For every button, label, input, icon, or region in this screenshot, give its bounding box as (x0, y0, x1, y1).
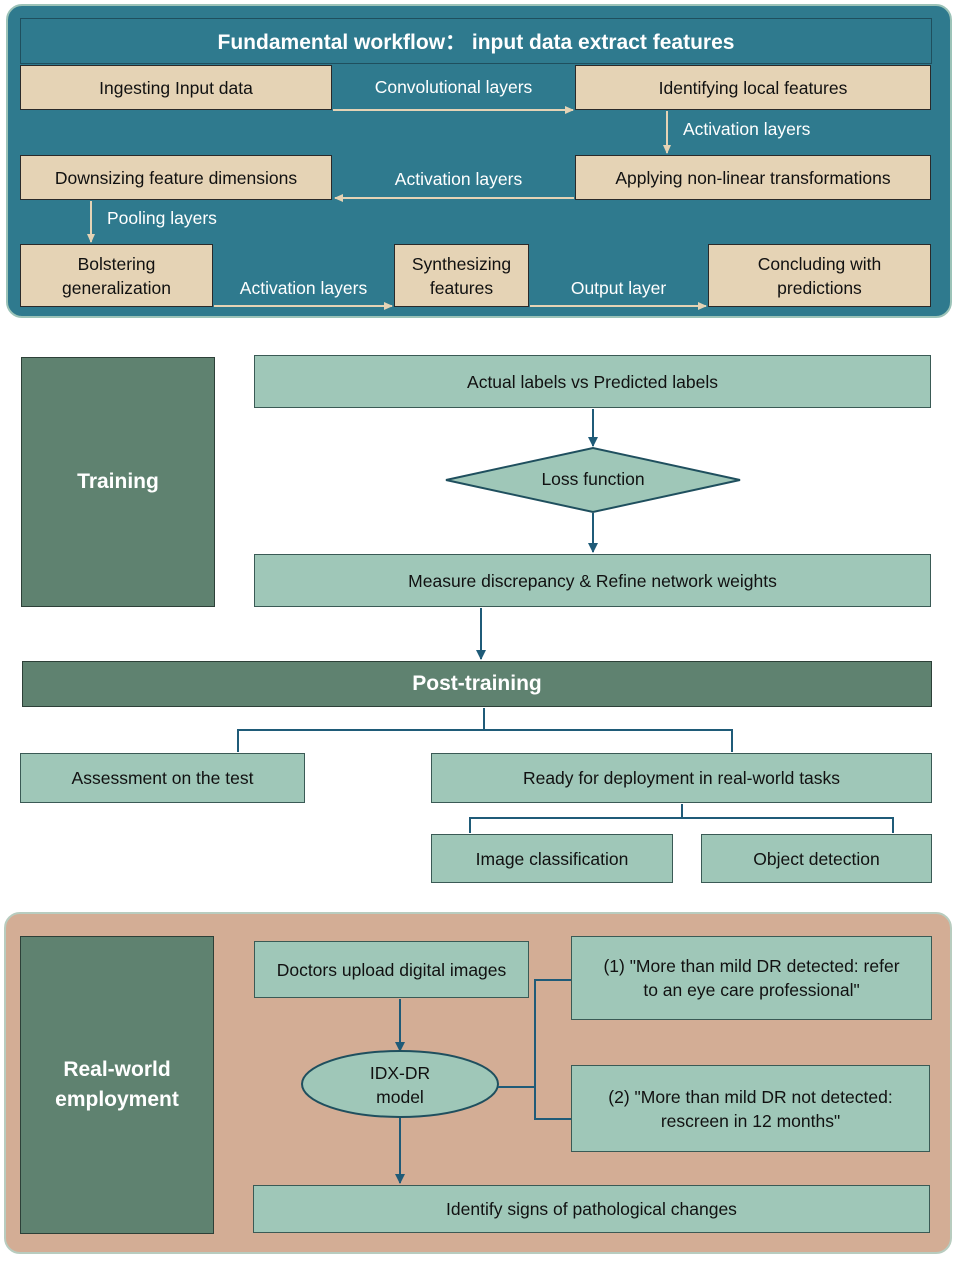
node-refine-network-weights: Measure discrepancy & Refine network wei… (254, 554, 931, 607)
node-actual-vs-predicted: Actual labels vs Predicted labels (254, 355, 931, 408)
training-label: Training (21, 357, 215, 607)
node-applying-non-linear-transformations: Applying non-linear transformations (575, 155, 931, 200)
node-bolstering-generalization: Bolstering generalization (20, 244, 213, 307)
loss-function-diamond (445, 446, 741, 514)
edge-label-pooling-layers: Pooling layers (107, 208, 217, 228)
edge-label-activation-layers-1: Activation layers (683, 119, 811, 139)
edge-label-output-layer: Output layer (570, 277, 667, 298)
node-identifying-local-features: Identifying local features (575, 65, 931, 110)
node-doctors-upload: Doctors upload digital images (254, 941, 529, 998)
real-world-label: Real-world employment (20, 936, 214, 1234)
node-assessment-on-test: Assessment on the test (20, 753, 305, 803)
idx-dr-model-ellipse (301, 1050, 499, 1118)
node-ready-for-deployment: Ready for deployment in real-world tasks (431, 753, 932, 803)
edge-label-convolutional-layers: Convolutional layers (374, 76, 533, 97)
loss-function-label: Loss function (541, 469, 645, 489)
node-synthesizing-features: Synthesizing features (394, 244, 529, 307)
node-downsizing-feature-dimensions: Downsizing feature dimensions (20, 155, 332, 200)
workflow-title: Fundamental workflow： input data extract… (20, 18, 932, 64)
node-object-detection: Object detection (701, 834, 932, 883)
post-training-bar: Post-training (22, 661, 932, 707)
edge-label-activation-layers-2: Activation layers (394, 168, 523, 189)
node-image-classification: Image classification (431, 834, 673, 883)
node-concluding-with-predictions: Concluding with predictions (708, 244, 931, 307)
node-identify-signs: Identify signs of pathological changes (253, 1185, 930, 1233)
node-ingesting-input-data: Ingesting Input data (20, 65, 332, 110)
connector-deployment-branch (469, 817, 894, 833)
node-outcome-1: (1) "More than mild DR detected: refer t… (571, 936, 932, 1020)
node-outcome-2: (2) "More than mild DR not detected: res… (571, 1065, 930, 1152)
idx-dr-model-label: IDX-DR model (369, 1063, 431, 1107)
edge-label-activation-layers-3: Activation layers (239, 277, 368, 298)
connector-post-training-branch (237, 729, 733, 752)
